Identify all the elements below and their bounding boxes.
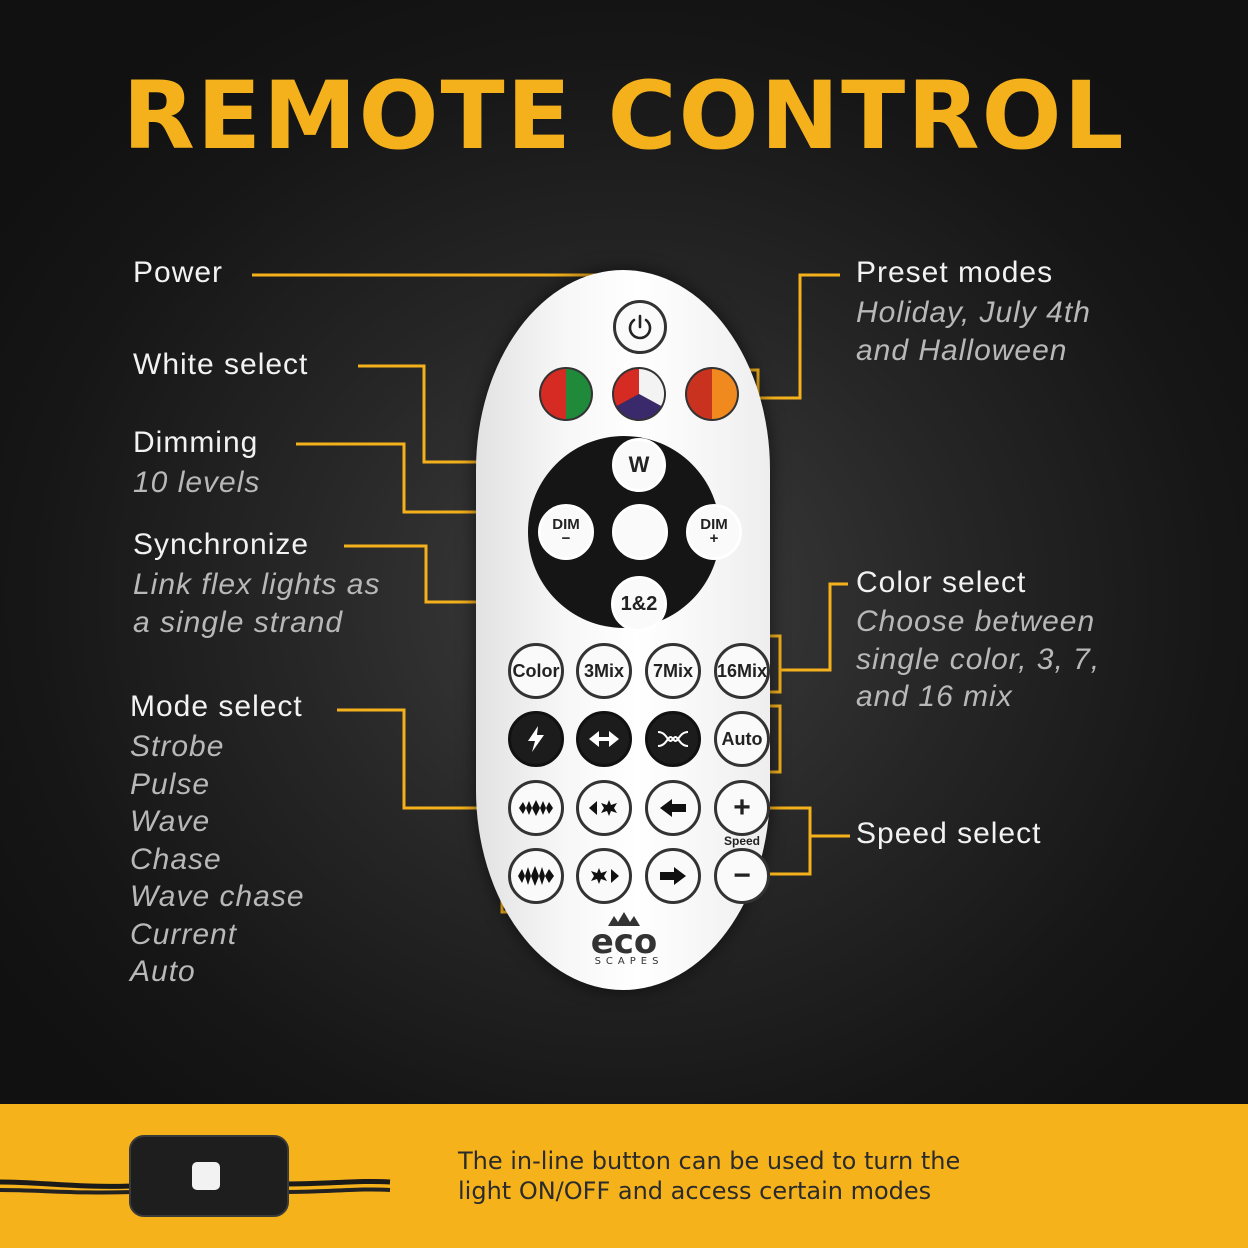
dim-minus-text: DIM [552,516,580,533]
power-button[interactable] [613,300,667,354]
label-synchronize: Synchronize [133,528,310,561]
dim-minus-button[interactable]: DIM − [538,504,594,560]
preset-sub-line: and Halloween [856,333,1068,367]
bottom-text-line: light ON/OFF and access certain modes [458,1177,932,1205]
preset-buttons[interactable] [536,366,746,426]
line-color [780,582,848,672]
auto-button[interactable]: Auto [714,711,770,767]
label-preset-modes: Preset modes [856,256,1054,289]
label-dimming: Dimming [133,426,259,459]
bottom-text-line: The in-line button can be used to turn t… [458,1147,961,1175]
7mix-button[interactable]: 7Mix [645,643,701,699]
line-mode [337,708,502,810]
bottom-text: The in-line button can be used to turn t… [458,1146,960,1206]
label-white-select: White select [133,348,309,381]
chase-spikes-wide-button[interactable] [508,848,564,904]
color-button[interactable]: Color [508,643,564,699]
line-dimming [296,442,512,514]
mode-item: Pulse [130,767,211,801]
label-mode-sub: Strobe Pulse Wave Chase Wave chase Curre… [130,728,305,991]
label-preset-sub: Holiday, July 4th and Halloween [856,294,1091,369]
dim-plus-sign: + [709,530,719,547]
label-speed-select: Speed select [856,817,1042,850]
pulse-button[interactable] [576,711,632,767]
mode-item: Wave chase [130,880,305,913]
label-mode-select: Mode select [130,690,303,723]
preset-sub-line: Holiday, July 4th [856,296,1091,329]
label-power: Power [133,256,224,289]
speed-plus-button[interactable]: + [714,780,770,836]
sync-sub-line: Link flex lights as [133,568,381,601]
dim-plus-text: DIM [700,516,728,533]
bracket-speed [770,806,812,876]
sync-button[interactable]: 1&2 [611,576,667,632]
wave-icon [657,731,689,747]
pulse-icon [589,731,619,747]
3mix-button[interactable]: 3Mix [576,643,632,699]
arrow-left-icon [660,799,686,817]
dim-plus-button[interactable]: DIM + [686,504,742,560]
label-color-select: Color select [856,566,1027,599]
power-icon [628,314,652,340]
page-title: REMOTE CONTROL [122,62,1126,171]
current-left-button[interactable] [645,780,701,836]
label-sync-sub: Link flex lights as a single strand [133,566,380,641]
burst-left-icon [589,800,617,816]
wave-button[interactable] [645,711,701,767]
brand-logo: eco [590,922,658,962]
label-color-sub: Choose between single color, 3, 7, and 1… [856,603,1100,716]
mode-item: Wave [130,805,211,838]
dim-minus-sign: − [561,530,571,547]
line-preset [758,273,840,400]
spikes-wide-icon [518,866,554,886]
mode-item: Auto [130,955,196,988]
mode-item: Current [130,917,238,951]
sync-sub-line: a single strand [133,605,344,639]
burst-right-icon [591,868,619,884]
preset-holiday-button [539,367,593,421]
color-sub-line: Choose between [856,605,1096,638]
label-dimming-sub: 10 levels [133,466,261,499]
chase-spikes-button[interactable] [508,780,564,836]
inline-button-device [0,1135,391,1217]
brand-sub: SCAPES [594,956,664,967]
lightning-icon [528,726,544,752]
eco-leaf-logo [608,912,640,926]
white-button[interactable]: W [612,438,666,492]
spikes-icon [519,800,553,816]
current-right-button[interactable] [645,848,701,904]
arrow-right-icon [660,867,686,885]
preset-halloween-button [685,367,739,421]
16mix-button[interactable]: 16Mix [714,643,770,699]
preset-july4-button [612,367,666,421]
speed-minus-button[interactable]: − [714,848,770,904]
color-sub-line: and 16 mix [856,680,1013,713]
color-sub-line: single color, 3, 7, [856,642,1101,676]
speed-label: Speed [723,834,760,848]
mode-item: Strobe [130,730,225,763]
wave-chase-left-button[interactable] [576,780,632,836]
wave-chase-right-button[interactable] [576,848,632,904]
strobe-button[interactable] [508,711,564,767]
mode-item: Chase [130,842,222,876]
dim-center-button[interactable] [612,504,668,560]
